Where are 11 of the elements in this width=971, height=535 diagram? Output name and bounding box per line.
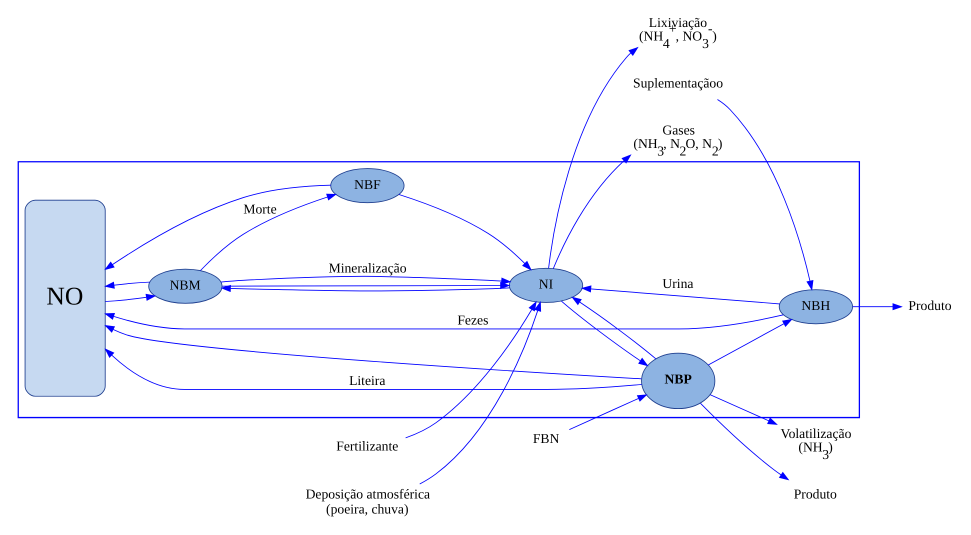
node-text: Suplementaçãoo bbox=[633, 75, 724, 90]
edge-label: Morte bbox=[243, 202, 277, 217]
node-text: Produto bbox=[794, 486, 837, 502]
edge-label: Urina bbox=[662, 276, 694, 291]
edge-label: Liteira bbox=[349, 372, 386, 388]
node-text: FBN bbox=[532, 430, 560, 446]
node-text: Fertilizante bbox=[336, 438, 398, 454]
node-text: Deposição atmosférica (poeira, chuva) bbox=[306, 486, 430, 517]
edge-label: Fezes bbox=[457, 312, 488, 328]
node-text: Produto bbox=[908, 298, 952, 313]
edge-label: Mineralização bbox=[328, 260, 407, 276]
